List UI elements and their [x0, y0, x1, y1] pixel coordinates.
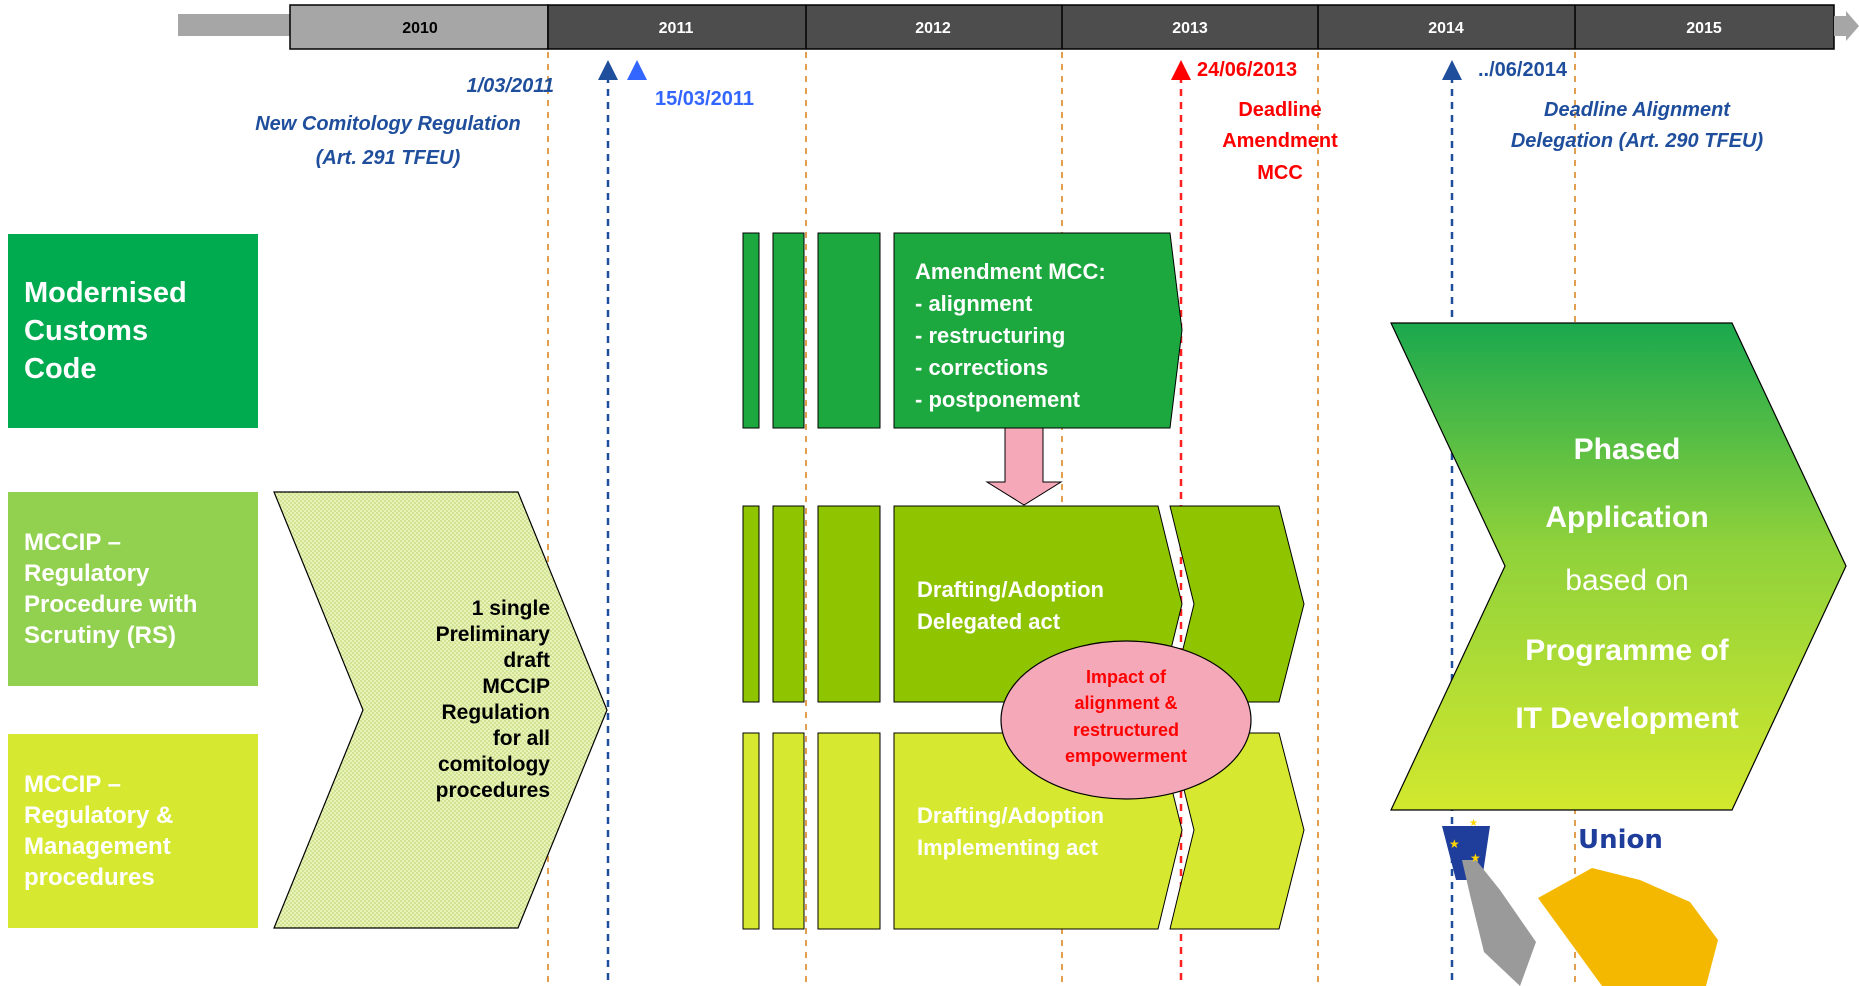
marker-date: 15/03/2011	[655, 88, 754, 110]
triangle-up-icon	[1442, 60, 1462, 80]
marker-date: ../06/2014	[1478, 59, 1568, 81]
marker-caption: Amendment	[1222, 130, 1338, 152]
marker-caption: Deadline Alignment	[1544, 99, 1731, 121]
phased-text: based on	[1565, 564, 1688, 597]
delegated-act-next-chevron	[1169, 505, 1305, 703]
delegated-act-text: Drafting/Adoption Delegated act	[917, 577, 1104, 634]
marker-caption: (Art. 291 TFEU)	[316, 147, 461, 169]
row-box-rs	[8, 492, 258, 686]
star-icon: ★	[1470, 851, 1481, 865]
row-label-rm: MCCIP – Regulatory & Management procedur…	[24, 771, 174, 891]
row-label-rs: MCCIP – Regulatory Procedure with Scruti…	[24, 529, 198, 649]
impact-text: Impact of	[1086, 667, 1167, 687]
marker-caption: Deadline	[1238, 99, 1321, 121]
impact-ellipse	[1000, 640, 1252, 800]
marker-caption: Delegation (Art. 290 TFEU)	[1511, 130, 1764, 152]
phased-text: IT Development	[1515, 702, 1738, 735]
row-label-mcc: Modernised Customs Code	[24, 277, 187, 385]
marker-date: 24/06/2013	[1197, 59, 1297, 81]
impact-text: alignment &	[1074, 693, 1177, 713]
marker-caption: MCC	[1257, 162, 1303, 184]
phased-text: Application	[1545, 501, 1708, 534]
eu-logo: ★ ★ ★ Union	[1442, 818, 1718, 986]
down-arrow-icon	[985, 427, 1063, 506]
mcc-amendment-arrow	[893, 232, 1183, 429]
year-label: 2013	[1172, 20, 1208, 37]
impact-text: empowerment	[1065, 746, 1187, 766]
rs-bars	[742, 505, 881, 703]
phased-text: Phased	[1574, 433, 1681, 466]
star-icon: ★	[1469, 818, 1478, 829]
preliminary-draft-text: 1 single Preliminary draft MCCIP Regulat…	[435, 597, 550, 802]
year-label: 2012	[915, 20, 951, 37]
year-label: 2014	[1428, 20, 1464, 37]
impact-text: restructured	[1073, 720, 1179, 740]
row-box-mcc	[8, 234, 258, 428]
triangle-up-icon	[1171, 60, 1191, 80]
implementing-bars	[742, 732, 881, 930]
logo-text: Union	[1578, 825, 1663, 855]
year-label: 2015	[1686, 20, 1722, 37]
phased-application-chevron	[1390, 322, 1847, 811]
implementing-act-text: Drafting/Adoption Implementing act	[917, 803, 1104, 860]
year-label: 2011	[659, 20, 694, 37]
year-label: 2010	[402, 20, 438, 37]
phased-text: Programme of	[1525, 634, 1729, 667]
marker-date: 1/03/2011	[467, 75, 555, 97]
star-icon: ★	[1449, 837, 1460, 851]
mcc-bars	[742, 232, 881, 429]
row-box-rm	[8, 734, 258, 928]
triangle-up-icon	[598, 60, 618, 80]
mcc-amendment-text: Amendment MCC: - alignment - restructuri…	[915, 259, 1106, 412]
marker-caption: New Comitology Regulation	[255, 113, 521, 135]
triangle-up-icon	[627, 60, 647, 80]
preliminary-draft-chevron	[273, 491, 608, 929]
timeline-bar: 2010 2011 2012 2013 2014 2015	[178, 4, 1859, 50]
